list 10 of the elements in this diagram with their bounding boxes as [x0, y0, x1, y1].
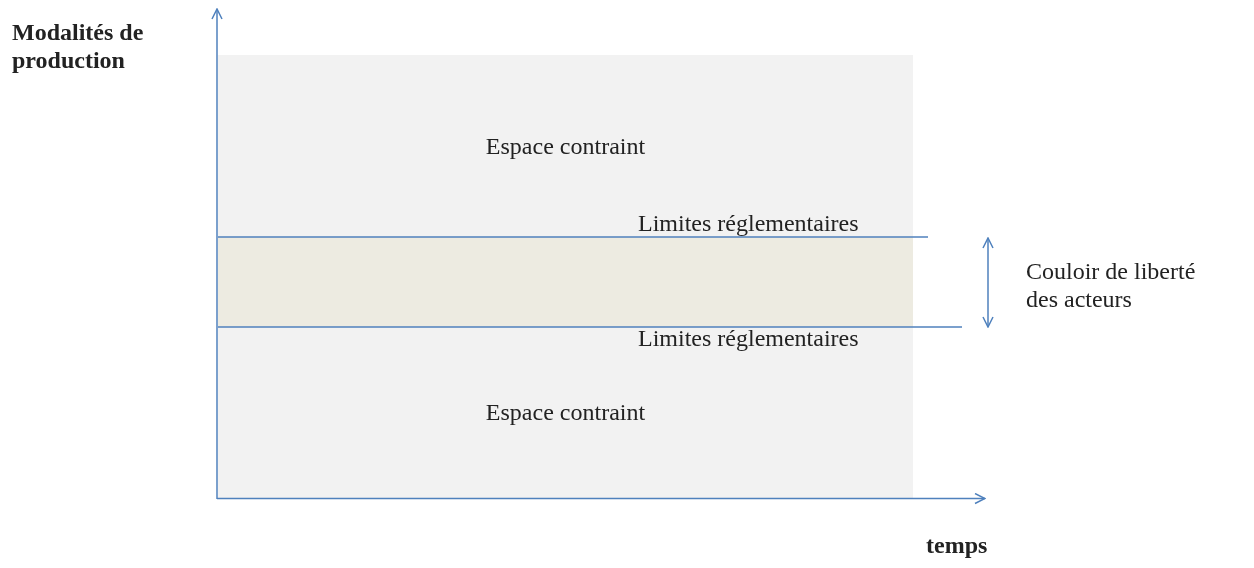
- corridor-band: [218, 237, 913, 327]
- constrained-zone: [218, 327, 913, 498]
- limit-label: Limites réglementaires: [638, 324, 859, 352]
- y-axis-label: Modalités de production: [12, 18, 145, 74]
- limit-label: Limites réglementaires: [638, 209, 859, 237]
- x-axis-label: temps: [926, 531, 988, 559]
- corridor-label: Couloir de liberté des acteurs: [1026, 257, 1197, 313]
- zone-label: Espace contraint: [485, 132, 646, 160]
- constrained-zone: [218, 55, 913, 237]
- zone-label: Espace contraint: [485, 399, 646, 426]
